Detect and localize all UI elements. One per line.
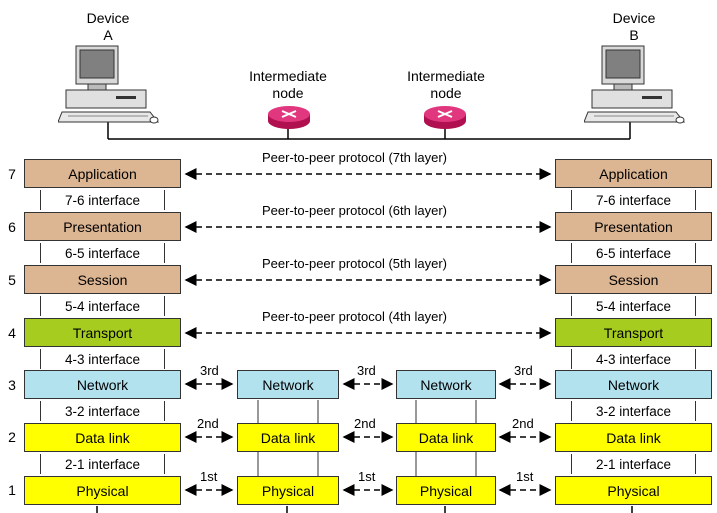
device-a-letter: A: [103, 27, 113, 43]
device-a-title: Device: [86, 10, 130, 26]
device-a-session-layer: Session: [24, 265, 181, 294]
layer-number-5: 5: [8, 272, 16, 288]
layer-number-3: 3: [8, 377, 16, 393]
device-a-application-layer: Application: [24, 159, 181, 188]
device-b-interface-3-2: 3-2 interface: [571, 401, 696, 421]
peer-protocol-5-label: Peer-to-peer protocol (5th layer): [262, 256, 447, 271]
device-a-network-layer: Network: [24, 370, 181, 399]
device-a-physical-layer: Physical: [24, 476, 181, 505]
device-a-label: Device A: [70, 10, 146, 44]
node2-network-layer: Network: [396, 370, 496, 399]
layer-number-2: 2: [8, 429, 16, 445]
node2-subtitle: node: [430, 85, 462, 101]
device-b-physical-layer: Physical: [555, 476, 712, 505]
device-b-network-layer: Network: [555, 370, 712, 399]
node2-title: Intermediate: [407, 68, 485, 84]
node1-subtitle: node: [272, 85, 304, 101]
layer-number-4: 4: [8, 325, 16, 341]
intermediate-node-1-label: Intermediate node: [238, 68, 338, 102]
device-b-application-layer: Application: [555, 159, 712, 188]
device-a-transport-layer: Transport: [24, 318, 181, 347]
node1-physical-layer: Physical: [237, 476, 339, 505]
peer-protocol-7-label: Peer-to-peer protocol (7th layer): [262, 150, 447, 165]
hop-2nd-label-2: 2nd: [354, 416, 376, 431]
device-b-label: Device B: [596, 10, 672, 44]
device-a-interface-7-6: 7-6 interface: [40, 190, 165, 210]
peer-protocol-6-label: Peer-to-peer protocol (6th layer): [262, 203, 447, 218]
node2-data-link-layer: Data link: [396, 423, 496, 452]
layer-number-6: 6: [8, 219, 16, 235]
device-a-interface-2-1: 2-1 interface: [40, 454, 165, 474]
device-b-interface-2-1: 2-1 interface: [571, 454, 696, 474]
peer-protocol-4-label: Peer-to-peer protocol (4th layer): [262, 309, 447, 324]
device-a-data-link-layer: Data link: [24, 423, 181, 452]
hop-1st-label-2: 1st: [358, 469, 376, 484]
device-a-interface-4-3: 4-3 interface: [40, 349, 165, 369]
device-b-interface-6-5: 6-5 interface: [571, 243, 696, 263]
device-a-interface-6-5: 6-5 interface: [40, 243, 165, 263]
router-icon: [424, 106, 466, 129]
router-icon: [268, 106, 310, 129]
device-a-interface-5-4: 5-4 interface: [40, 296, 165, 316]
hop-1st-label-1: 1st: [200, 469, 218, 484]
device-b-title: Device: [612, 10, 656, 26]
node2-physical-layer: Physical: [396, 476, 496, 505]
hop-3rd-label-3: 3rd: [514, 363, 533, 378]
device-b-data-link-layer: Data link: [555, 423, 712, 452]
device-b-letter: B: [629, 27, 639, 43]
device-b-transport-layer: Transport: [555, 318, 712, 347]
intermediate-node-2-label: Intermediate node: [396, 68, 496, 102]
computer-icon: [58, 45, 160, 124]
computer-icon: [584, 45, 686, 124]
device-b-session-layer: Session: [555, 265, 712, 294]
hop-2nd-label-1: 2nd: [197, 416, 219, 431]
device-b-interface-7-6: 7-6 interface: [571, 190, 696, 210]
node1-title: Intermediate: [249, 68, 327, 84]
device-b-interface-5-4: 5-4 interface: [571, 296, 696, 316]
node1-network-layer: Network: [237, 370, 339, 399]
layer-number-7: 7: [8, 166, 16, 182]
device-a-presentation-layer: Presentation: [24, 212, 181, 241]
device-a-interface-3-2: 3-2 interface: [40, 401, 165, 421]
hop-1st-label-3: 1st: [516, 469, 534, 484]
hop-2nd-label-3: 2nd: [512, 416, 534, 431]
device-b-interface-4-3: 4-3 interface: [571, 349, 696, 369]
node1-data-link-layer: Data link: [237, 423, 339, 452]
layer-number-1: 1: [8, 482, 16, 498]
hop-3rd-label-1: 3rd: [200, 363, 219, 378]
hop-3rd-label-2: 3rd: [357, 363, 376, 378]
device-b-presentation-layer: Presentation: [555, 212, 712, 241]
